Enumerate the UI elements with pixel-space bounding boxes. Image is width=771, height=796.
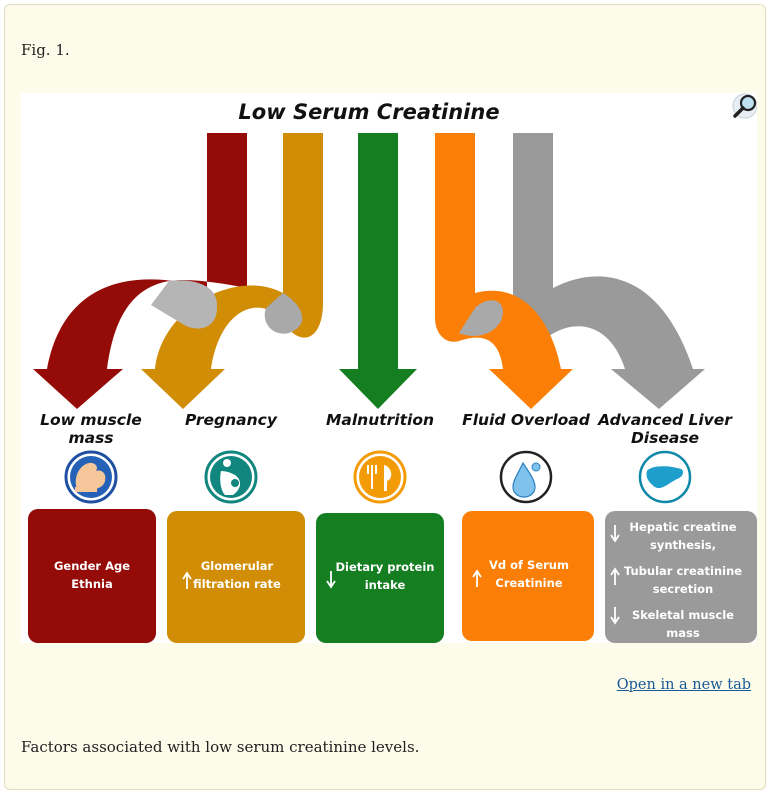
box-liver-line-2: synthesis, <box>650 538 716 552</box>
liver-icon <box>638 450 692 504</box>
category-labels: Low muscle mass Pregnancy Malnutrition F… <box>40 411 733 447</box>
box-fluid-line-1: Vd of Serum <box>489 558 569 572</box>
down-arrow-icon <box>610 607 620 625</box>
figure-label: Fig. 1. <box>21 41 70 59</box>
fork-knife-icon <box>353 450 407 504</box>
arrows-group <box>33 133 705 409</box>
box-fluid-overload: Vd of Serum Creatinine <box>462 511 594 641</box>
figure-panel: Fig. 1. Low Serum Creatinine <box>4 4 766 790</box>
arrow-fluid <box>435 133 573 409</box>
down-arrow-icon <box>326 571 336 589</box>
up-arrow-icon <box>472 569 482 587</box>
box-liver: Hepatic creatine synthesis, Tubular crea… <box>605 511 757 643</box>
pregnant-woman-icon <box>204 450 258 504</box>
box-pregnancy: Glomerular filtration rate <box>167 511 305 643</box>
box-low-muscle-line-2: Ethnia <box>71 577 112 591</box>
ribbon-shade-1 <box>151 280 218 329</box>
box-fluid-line-2: Creatinine <box>495 576 562 590</box>
label-liver-2: Disease <box>631 429 699 447</box>
arrow-muscle <box>33 133 247 409</box>
box-liver-line-6: mass <box>666 626 700 640</box>
down-arrow-icon <box>610 525 620 543</box>
box-malnutrition-line-1: Dietary protein <box>336 560 435 574</box>
figure-caption: Factors associated with low serum creati… <box>21 738 420 756</box>
box-malnutrition: Dietary protein intake <box>316 513 444 643</box>
label-pregnancy: Pregnancy <box>185 411 278 429</box>
box-malnutrition-line-2: intake <box>365 578 406 592</box>
label-low-muscle-2: mass <box>68 429 113 447</box>
label-liver-1: Advanced Liver <box>597 411 733 429</box>
ribbon-shade-2 <box>264 293 303 334</box>
box-liver-line-3: Tubular creatinine <box>624 564 742 578</box>
arrow-malnutrition <box>339 133 417 409</box>
box-low-muscle: Gender Age Ethnia <box>28 509 156 643</box>
diagram-canvas: Low Serum Creatinine <box>28 93 757 643</box>
figure-image[interactable]: Low Serum Creatinine <box>21 93 757 643</box>
box-pregnancy-line-1: Glomerular <box>201 559 274 573</box>
magnifier-icon[interactable] <box>732 93 757 119</box>
water-drop-icon <box>499 450 553 504</box>
box-low-muscle-line-1: Gender Age <box>54 559 130 573</box>
up-arrow-icon <box>610 567 620 585</box>
flexed-arm-icon <box>64 450 118 504</box>
label-low-muscle-1: Low muscle <box>40 411 142 429</box>
up-arrow-icon <box>182 571 192 589</box>
arrow-pregnancy <box>141 133 323 409</box>
open-in-new-tab-link[interactable]: Open in a new tab <box>616 677 751 693</box>
box-liver-line-5: Skeletal muscle <box>632 608 734 622</box>
box-liver-line-4: secretion <box>653 582 713 596</box>
box-liver-line-1: Hepatic creatine <box>629 520 736 534</box>
arrow-liver <box>513 133 705 409</box>
diagram-title: Low Serum Creatinine <box>238 100 499 124</box>
box-pregnancy-line-2: filtration rate <box>193 577 281 591</box>
label-fluid-overload: Fluid Overload <box>462 411 591 429</box>
ribbon-shade-3 <box>459 300 503 336</box>
label-malnutrition: Malnutrition <box>326 411 434 429</box>
